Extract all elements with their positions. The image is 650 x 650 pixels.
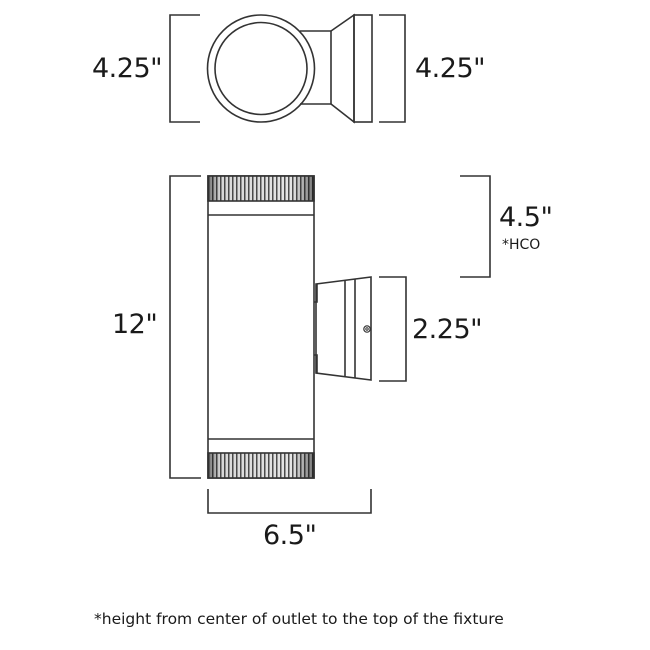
width-dimension-label: 6.5" [263, 520, 317, 551]
mount-screw-icon [363, 325, 371, 333]
fixture-inner-ring [214, 21, 308, 116]
top-right-dimension-bracket [379, 14, 406, 123]
top-right-dimension-label: 4.25" [415, 53, 486, 84]
top-view [169, 13, 406, 124]
fixture-outer-ring [206, 14, 316, 123]
hco-footnote: *height from center of outlet to the top… [94, 610, 504, 628]
top-left-dimension-label: 4.25" [92, 53, 163, 84]
hco-dimension-label: 4.5" [499, 202, 553, 233]
hco-note-label: *HCO [502, 237, 541, 253]
fixture-neck [300, 30, 332, 105]
backplate-dimension-bracket [379, 276, 407, 382]
fixture-body [207, 175, 315, 479]
bottom-fin-band [207, 452, 315, 479]
wall-mount-arm [315, 276, 372, 381]
fixture-cone [330, 13, 355, 124]
hco-dimension-bracket [460, 175, 491, 278]
height-dimension-bracket [169, 175, 201, 479]
width-dimension-bracket [207, 489, 372, 514]
backplate-dimension-label: 2.25" [412, 314, 483, 345]
height-dimension-label: 12" [112, 309, 158, 340]
fixture-backplate-top [353, 14, 373, 123]
top-fin-band [207, 175, 315, 202]
top-left-dimension-bracket [169, 14, 200, 123]
